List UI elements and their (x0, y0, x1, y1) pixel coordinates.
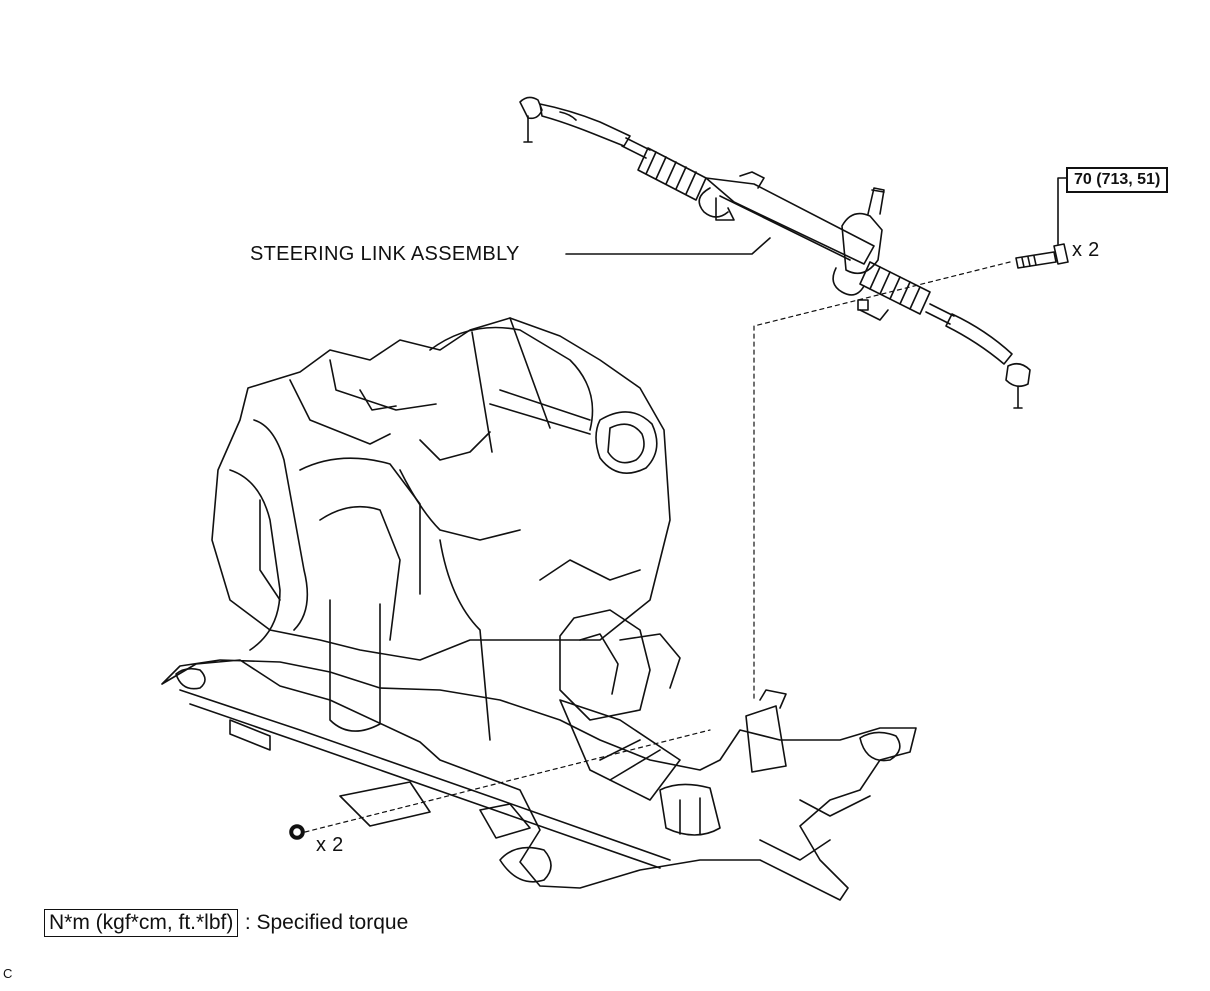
engine-drawing (211, 317, 671, 741)
crossmember-drawing (161, 659, 917, 901)
torque-units-box: N*m (kgf*cm, ft.*lbf) (44, 909, 239, 937)
bolt-quantity-label: x 2 (1072, 239, 1100, 261)
torque-legend: N*m (kgf*cm, ft.*lbf) : Specified torque (44, 909, 408, 943)
steering-link-assembly-drawing (519, 96, 1031, 409)
nut-quantity-label: x 2 (316, 834, 344, 856)
torque-leader-line (1057, 177, 1067, 245)
engine-mount-drawing (559, 609, 681, 721)
corner-mark: C (3, 966, 13, 981)
alignment-dashed-lines (304, 261, 1011, 833)
torque-legend-text: : Specified torque (244, 911, 409, 934)
nut-drawing (289, 824, 305, 840)
bolt-drawing (1015, 243, 1069, 269)
steering-link-leader-line (565, 237, 771, 255)
torque-spec-box: 70 (713, 51) (1066, 167, 1169, 193)
steering-link-assembly-label: STEERING LINK ASSEMBLY (250, 243, 520, 265)
